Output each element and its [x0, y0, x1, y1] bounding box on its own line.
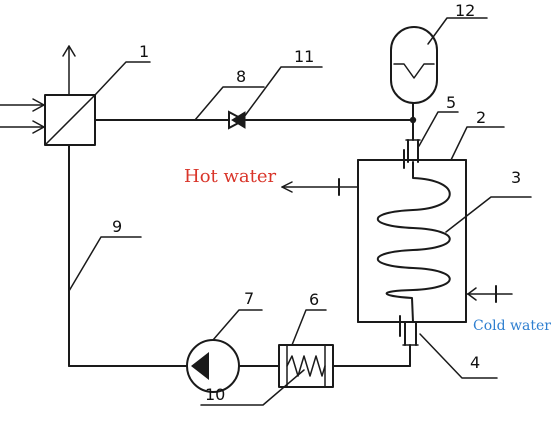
pipe-9-bottom-loop	[68, 144, 411, 367]
leader-4: 4	[419, 333, 498, 379]
hot-water-outlet: Hot water	[184, 166, 359, 196]
leader-10: 10	[200, 369, 305, 406]
leader-5: 5	[418, 93, 459, 147]
leader-12: 12	[427, 1, 488, 45]
leader-2: 2	[450, 108, 505, 161]
hot-water-label: Hot water	[184, 166, 277, 187]
label-1: 1	[139, 42, 149, 61]
component-12-expansion-vessel	[390, 26, 438, 124]
cold-water-label: Cold water	[473, 318, 551, 334]
inlet-arrows	[0, 98, 45, 134]
component-6-filter	[278, 344, 334, 388]
label-9: 9	[112, 217, 122, 236]
pipe-8-top-line	[94, 119, 414, 141]
cold-water-inlet: Cold water	[465, 285, 551, 334]
label-3: 3	[511, 168, 521, 187]
component-4-bottom-flange	[399, 315, 419, 346]
label-7: 7	[244, 289, 254, 308]
leader-7: 7	[212, 289, 263, 341]
junction-dot	[409, 116, 417, 124]
component-5-top-flange	[403, 139, 421, 169]
label-2: 2	[476, 108, 486, 127]
label-8: 8	[236, 67, 246, 86]
exhaust-arrow	[62, 45, 76, 96]
leader-6: 6	[291, 290, 327, 346]
leader-11: 11	[243, 47, 323, 118]
component-3-coil	[377, 161, 451, 323]
label-6: 6	[309, 290, 319, 309]
component-11-check-valve	[228, 110, 247, 130]
label-10: 10	[205, 385, 225, 404]
leader-1: 1	[94, 42, 151, 96]
label-12: 12	[455, 1, 475, 20]
leader-9: 9	[68, 217, 142, 292]
label-5: 5	[446, 93, 456, 112]
component-1-heat-exchanger	[44, 94, 96, 146]
label-4: 4	[470, 353, 480, 372]
leader-3: 3	[445, 168, 532, 233]
label-11: 11	[294, 47, 314, 66]
leader-8: 8	[194, 67, 265, 121]
